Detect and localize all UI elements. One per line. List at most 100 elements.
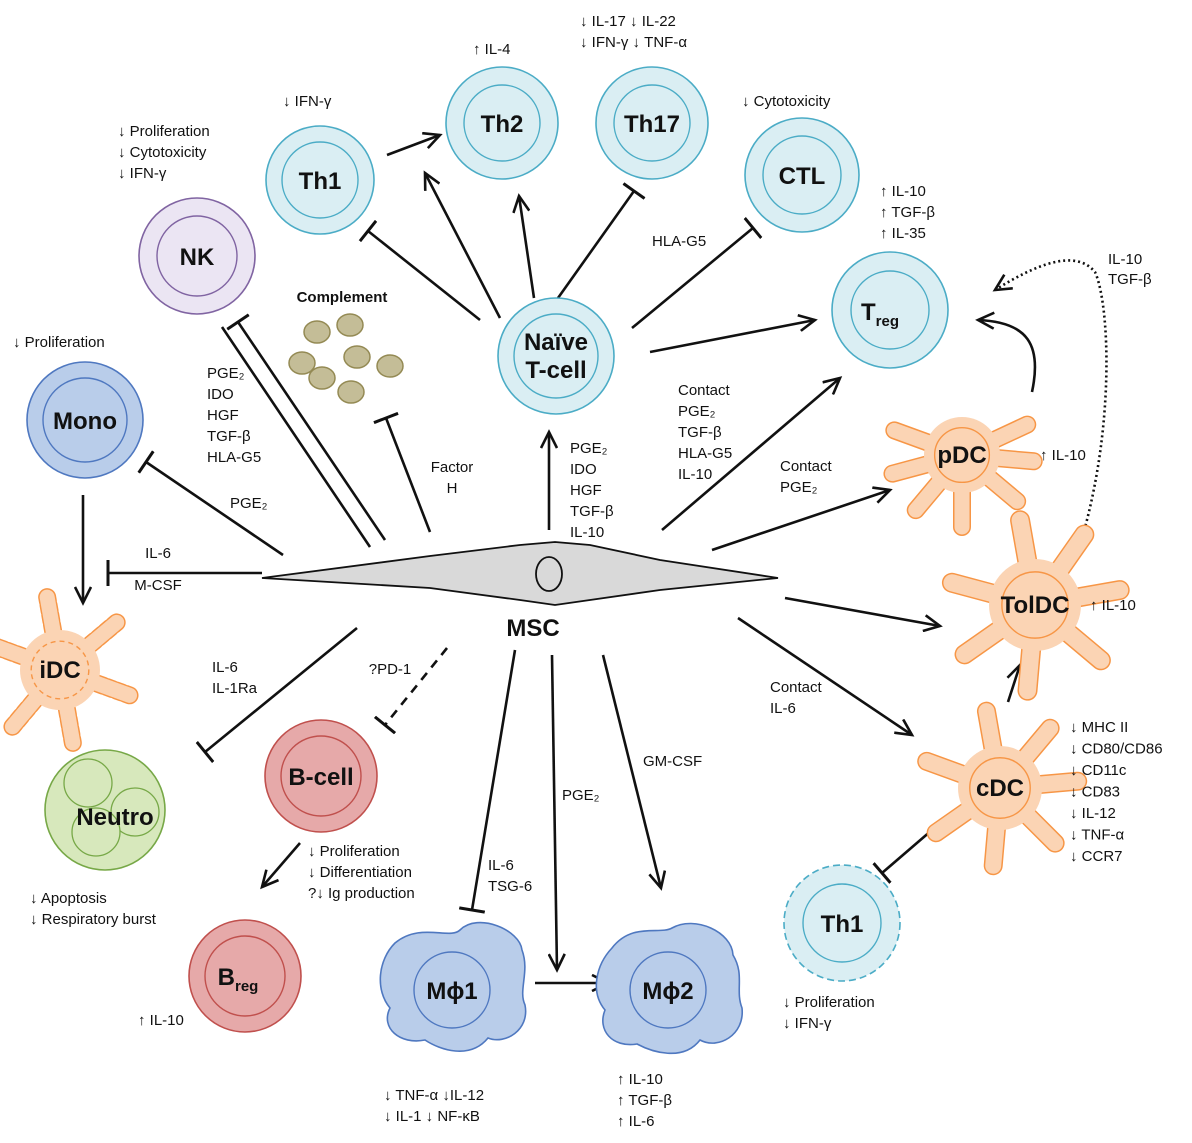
svg-text:Neutro: Neutro (76, 804, 153, 831)
cdc-eff-label: ↓ MHC II↓ CD80/CD86↓ CD11c↓ CD83↓ IL-12↓… (1070, 719, 1163, 865)
toldc-label: TolDC (1001, 592, 1070, 619)
th1b-eff-label: ↓ Proliferation↓ IFN-γ (783, 994, 875, 1032)
edge-naive-th17 (556, 182, 646, 299)
toldc-cell: TolDC (941, 510, 1130, 701)
svg-text:Th1: Th1 (821, 911, 864, 938)
th1-bottom-cell: Th1 (783, 864, 901, 982)
svg-text:Naïve: Naïve (524, 329, 588, 356)
edge-cdc-th1 (872, 829, 933, 884)
mono-factor-label: PGE₂ (230, 495, 268, 512)
th1-eff-label: ↓ IFN-γ (283, 93, 332, 110)
neutro-eff-label: ↓ Apoptosis↓ Respiratory burst (30, 890, 157, 928)
svg-text:Breg: Breg (218, 964, 259, 995)
idc-cell: iDC (0, 588, 139, 752)
ctl-eff-label: ↓ Cytotoxicity (742, 93, 831, 110)
gmcsf-label: GM-CSF (643, 753, 702, 770)
msc-cell: MSC (261, 541, 779, 642)
edge-msc-cdc (737, 616, 912, 735)
msc-label: MSC (506, 615, 559, 642)
edge-naive-th1-activate (425, 173, 502, 319)
svg-text:Mϕ2: Mϕ2 (642, 978, 693, 1005)
treg-cell: Treg (831, 251, 949, 369)
edge-msc-mphi2-a (552, 654, 557, 970)
th2-cell: Th2 (445, 66, 559, 180)
th17-cell: Th17 (595, 66, 709, 180)
edge-naive-treg (649, 320, 815, 354)
edge-naive-ctl (631, 217, 763, 330)
svg-text:T-cell: T-cell (525, 357, 586, 384)
edge-msc-toldc (784, 596, 940, 626)
svg-text:Mϕ1: Mϕ1 (426, 978, 477, 1005)
svg-text:Th17: Th17 (624, 111, 680, 138)
edge-naive-th2 (519, 196, 536, 299)
edges (83, 135, 1108, 983)
mono-eff-label: ↓ Proliferation (13, 334, 105, 351)
edge-pdc-treg (978, 320, 1037, 393)
neutro-cell: Neutro (44, 749, 166, 871)
th17-eff-label: ↓ IL-17 ↓ IL-22↓ IFN-γ ↓ TNF-α (580, 13, 687, 51)
mphi2-factor-label: PGE₂ (562, 787, 600, 804)
edge-msc-mphi1 (458, 649, 517, 914)
dendritic-cells: pDC iDC TolDC cDC (0, 415, 1130, 876)
pd1-label: ?PD-1 (369, 661, 412, 678)
breg-eff-label: ↑ IL-10 (138, 1012, 184, 1029)
svg-text:Treg: Treg (861, 299, 899, 330)
mphi1-eff-label: ↓ TNF-α ↓IL-12↓ IL-1 ↓ NF-κB (384, 1087, 484, 1125)
pdc-eff-label: ↑ IL-10 (1040, 447, 1086, 464)
treg-eff-label: ↑ IL-10↑ TGF-β↑ IL-35 (880, 183, 935, 242)
nk-eff-label: ↓ Proliferation↓ Cytotoxicity↓ IFN-γ (118, 123, 210, 182)
svg-text:Th2: Th2 (481, 111, 524, 138)
th2-eff-label: ↑ IL-4 (473, 41, 511, 58)
bcell-eff-label: ↓ Proliferation↓ Differentiation?↓ Ig pr… (308, 843, 415, 902)
edge-naive-th1 (358, 219, 481, 322)
edge-msc-mono (137, 450, 284, 557)
svg-text:Th1: Th1 (299, 168, 342, 195)
svg-text:CTL: CTL (779, 163, 826, 190)
breg-cell: Breg (188, 919, 302, 1033)
svg-text:B-cell: B-cell (288, 764, 353, 791)
svg-text:Mono: Mono (53, 408, 117, 435)
naive-tcell: Naïve T-cell (497, 297, 615, 415)
edge-msc-mphi2-b (601, 654, 661, 888)
svg-text:NK: NK (180, 244, 215, 271)
edge-msc-complement (373, 411, 432, 533)
pdc-label: pDC (937, 442, 986, 469)
edge-msc-neutro (195, 626, 358, 764)
mphi1-cell: Mϕ1 (379, 921, 527, 1052)
edge-msc-nk-b (220, 326, 372, 548)
edge-msc-bcell (373, 647, 449, 735)
edge-bcell-breg (262, 842, 301, 887)
idc-label: iDC (39, 657, 80, 684)
th1-top-cell: Th1 (265, 125, 375, 235)
complement: Complement (288, 289, 404, 404)
edge-msc-treg (661, 378, 840, 531)
mono-cell: Mono (26, 361, 144, 479)
mphi2-eff-label: ↑ IL-10↑ TGF-β↑ IL-6 (617, 1071, 672, 1130)
edge-msc-nk-a (226, 313, 387, 541)
cdc-label: cDC (976, 775, 1024, 802)
ctl-cell: CTL (744, 117, 860, 233)
complement-label: Complement (297, 289, 388, 306)
cdc-cell: cDC (917, 701, 1088, 876)
edge-th1-th2 (386, 135, 440, 157)
edge-cdc-toldc (1008, 665, 1020, 703)
mphi2-cell: Mϕ2 (595, 922, 743, 1055)
labels: ↑ IL-4 ↓ IL-17 ↓ IL-22↓ IFN-γ ↓ TNF-α ↓ IF… (13, 13, 1163, 1130)
msc-body (261, 541, 779, 606)
hla-g5-label: HLA-G5 (652, 233, 706, 250)
pdc-cell: pDC (883, 415, 1043, 536)
nk-cell: NK (138, 197, 256, 315)
toldc-eff-label: ↑ IL-10 (1090, 597, 1136, 614)
